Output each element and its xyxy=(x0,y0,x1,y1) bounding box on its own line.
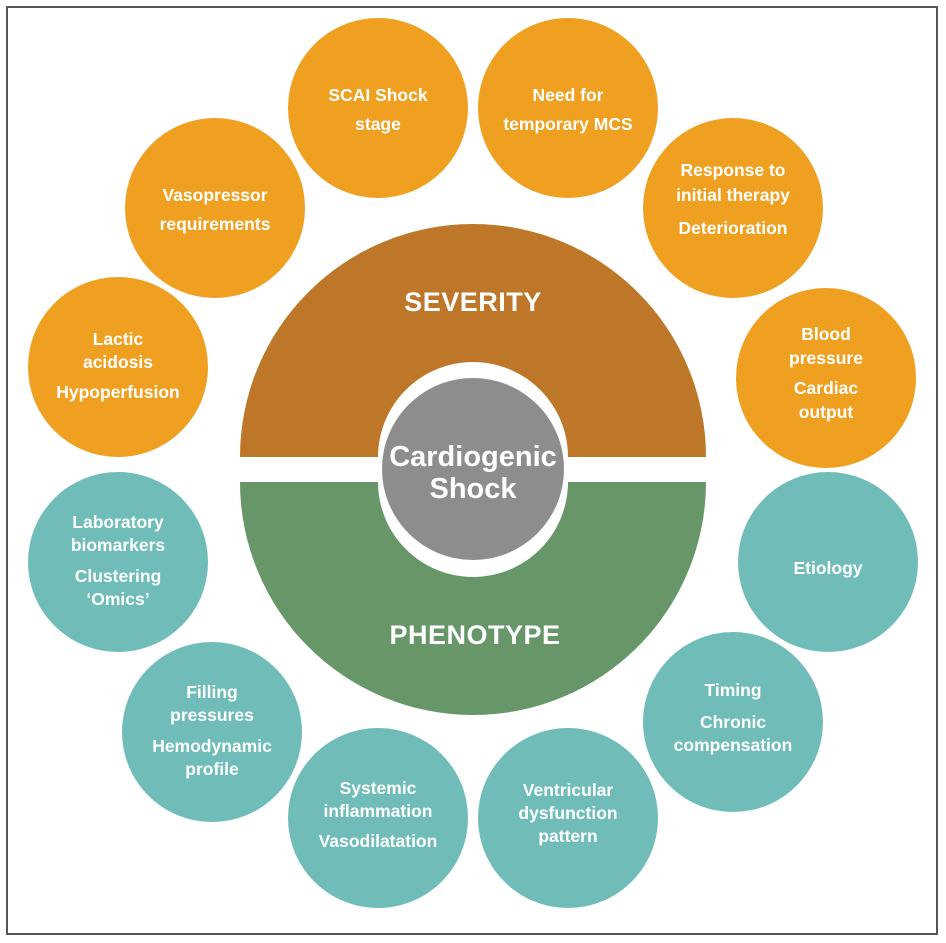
phenotype-bubble-text: Systemic xyxy=(340,778,417,798)
phenotype-bubble-text: inflammation xyxy=(324,801,433,821)
severity-bubble-text: stage xyxy=(355,114,401,134)
phenotype-bubble-text: pattern xyxy=(538,826,597,846)
phenotype-bubble-text: Chronic xyxy=(700,712,766,732)
phenotype-bubble-text: Hemodynamic xyxy=(152,736,272,756)
phenotype-label: PHENOTYPE xyxy=(389,620,560,650)
phenotype-bubble-text: Ventricular xyxy=(523,780,614,800)
phenotype-bubble-text: Vasodilatation xyxy=(319,831,438,851)
phenotype-bubble-text: dysfunction xyxy=(518,803,617,823)
severity-bubble-text: initial therapy xyxy=(676,185,790,205)
phenotype-bubble xyxy=(28,472,208,652)
severity-bubble xyxy=(478,18,658,198)
phenotype-bubble-text: profile xyxy=(185,759,239,779)
severity-bubble-text: requirements xyxy=(160,214,271,234)
severity-bubble-text: Response to xyxy=(680,160,785,180)
severity-bubble xyxy=(736,288,916,468)
phenotype-bubble xyxy=(643,632,823,812)
severity-bubble xyxy=(125,118,305,298)
severity-bubble xyxy=(28,277,208,457)
phenotype-band xyxy=(240,482,706,715)
severity-bubble-text: pressure xyxy=(789,348,863,368)
severity-bubble xyxy=(288,18,468,198)
phenotype-bubble-text: Laboratory xyxy=(72,512,164,532)
phenotype-bubble-text: compensation xyxy=(674,735,793,755)
severity-bubble-text: Lactic xyxy=(93,329,144,349)
severity-label: SEVERITY xyxy=(404,287,542,317)
severity-bubble-text: Need for xyxy=(533,85,604,105)
severity-bubble-text: temporary MCS xyxy=(503,114,632,134)
phenotype-bubble xyxy=(288,728,468,908)
phenotype-bubble-text: ‘Omics’ xyxy=(86,589,149,609)
center-circle xyxy=(382,378,564,560)
severity-bubble-text: Vasopressor xyxy=(162,185,267,205)
factor-bubbles: SCAI Shock stage Need for temporary MCS Resp… xyxy=(28,18,918,908)
severity-band xyxy=(240,224,706,457)
phenotype-bubble xyxy=(738,472,918,652)
severity-bubble-text: acidosis xyxy=(83,352,153,372)
severity-bubble-text: SCAI Shock xyxy=(328,85,427,105)
phenotype-bubble-text: pressures xyxy=(170,705,254,725)
phenotype-bubble xyxy=(122,642,302,822)
phenotype-bubble-text: biomarkers xyxy=(71,535,166,555)
center-label-line-1: Cardiogenic xyxy=(389,441,557,473)
phenotype-bubble-text: Timing xyxy=(704,680,761,700)
severity-bubble-text: Blood xyxy=(801,324,851,344)
phenotype-bubble xyxy=(478,728,658,908)
severity-bubble-text: Deterioration xyxy=(679,218,788,238)
severity-bubble-text: output xyxy=(799,402,854,422)
severity-bubble xyxy=(643,118,823,298)
phenotype-bubble-text: Filling xyxy=(186,682,238,702)
center-label-line-2: Shock xyxy=(429,473,517,505)
phenotype-bubble-text: Etiology xyxy=(793,558,862,578)
severity-bubble-text: Cardiac xyxy=(794,378,858,398)
phenotype-bubble-text: Clustering xyxy=(75,566,162,586)
severity-bubble-text: Hypoperfusion xyxy=(56,382,179,402)
